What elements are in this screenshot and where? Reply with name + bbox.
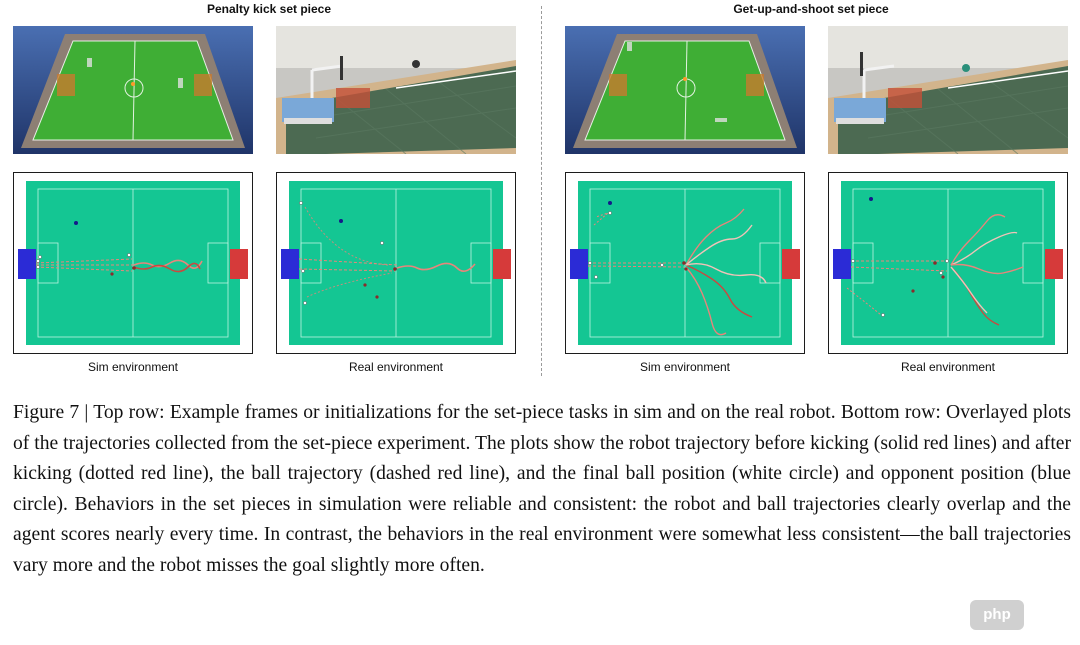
trajectory-plot-get-up-sim xyxy=(565,172,805,354)
sim-frame-get-up xyxy=(565,26,805,154)
real-frame-penalty xyxy=(276,26,516,154)
real-frame-get-up xyxy=(828,26,1068,154)
figure-caption: Figure 7 | Top row: Example frames or in… xyxy=(13,398,1071,582)
group-title-penalty-kick: Penalty kick set piece xyxy=(206,2,332,16)
php-watermark: php xyxy=(970,600,1024,630)
env-label-penalty-real: Real environment xyxy=(348,360,444,374)
figure-caption-label: Figure 7 | xyxy=(13,402,94,423)
env-label-get-up-sim: Sim environment xyxy=(639,360,731,374)
group-title-get-up-and-shoot: Get-up-and-shoot set piece xyxy=(733,2,889,16)
figure-caption-text: Top row: Example frames or initializatio… xyxy=(13,402,1072,576)
env-label-get-up-real: Real environment xyxy=(900,360,996,374)
trajectory-plot-penalty-real xyxy=(276,172,516,354)
group-divider xyxy=(541,6,542,376)
env-label-penalty-sim: Sim environment xyxy=(87,360,179,374)
sim-frame-penalty xyxy=(13,26,253,154)
trajectory-plot-get-up-real xyxy=(828,172,1068,354)
trajectory-plot-penalty-sim xyxy=(13,172,253,354)
